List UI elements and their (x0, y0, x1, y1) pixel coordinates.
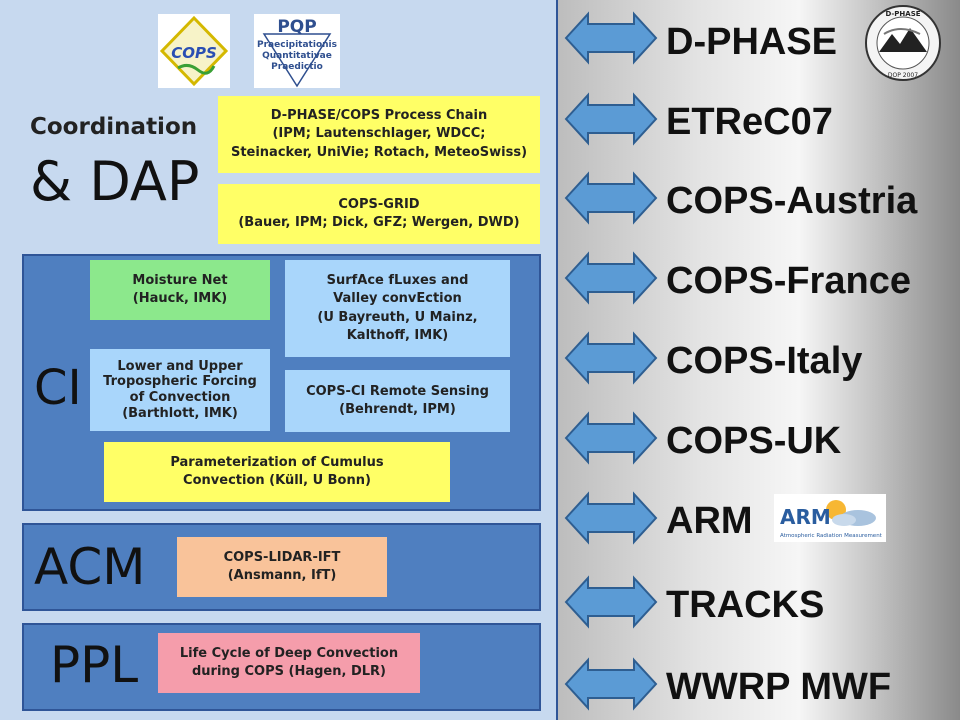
label-cops-austria: COPS-Austria (666, 180, 918, 222)
double-arrow-icon (564, 657, 658, 711)
deep-convection-box: Life Cycle of Deep Convection during COP… (158, 633, 420, 693)
ppl-label: PPL (50, 636, 139, 694)
deep-convection-text: Life Cycle of Deep Convection during COP… (179, 645, 399, 679)
arm-logo-title: ARM (780, 505, 831, 529)
pqp-line1: Praecipitationis (257, 40, 337, 50)
label-tracks: TRACKS (666, 584, 825, 626)
surface-fluxes-box: SurfAce fLuxes and Valley convEction (U … (285, 260, 510, 357)
process-chain-text: D-PHASE/COPS Process Chain (IPM; Lautens… (230, 108, 528, 160)
double-arrow-icon (564, 92, 658, 146)
cops-grid-text: COPS-GRID (Bauer, IPM; Dick, GFZ; Wergen… (238, 196, 520, 230)
double-arrow-icon (564, 251, 658, 305)
moisture-net-box: Moisture Net (Hauck, IMK) (90, 260, 270, 320)
cops-grid-box: COPS-GRID (Bauer, IPM; Dick, GFZ; Wergen… (218, 184, 540, 244)
d-phase-logo: D-PHASE DOP 2007 (864, 4, 942, 82)
label-wwrp-mwf: WWRP MWF (666, 666, 892, 708)
ci-label: CI (34, 360, 82, 416)
moisture-net-text: Moisture Net (Hauck, IMK) (132, 272, 228, 306)
coordination-label: Coordination (30, 114, 198, 140)
lidar-ift-box: COPS-LIDAR-IFT (Ansmann, IfT) (177, 537, 387, 597)
arm-logo-subtitle: Atmospheric Radiation Measurement (780, 533, 883, 539)
pqp-line2: Quantitativae (262, 51, 332, 61)
pqp-title: PQP (277, 17, 316, 37)
double-arrow-icon (564, 575, 658, 629)
d-phase-logo-bottom: DOP 2007 (888, 72, 918, 79)
surface-fluxes-text: SurfAce fLuxes and Valley convEction (U … (317, 273, 478, 343)
acm-label: ACM (34, 538, 146, 596)
label-cops-france: COPS-France (666, 260, 911, 302)
dap-label: & DAP (30, 150, 200, 213)
label-arm: ARM (666, 500, 753, 542)
double-arrow-icon (564, 11, 658, 65)
tropospheric-forcing-box: Lower and Upper Tropospheric Forcing of … (90, 349, 270, 431)
cumulus-parameterization-text: Parameterization of Cumulus Convection (… (170, 454, 384, 488)
label-cops-italy: COPS-Italy (666, 340, 863, 382)
d-phase-logo-top: D-PHASE (885, 10, 920, 18)
double-arrow-icon (564, 331, 658, 385)
pqp-logo: PQP Praecipitationis Quantitativae Praed… (254, 14, 340, 88)
label-cops-uk: COPS-UK (666, 420, 842, 462)
process-chain-box: D-PHASE/COPS Process Chain (IPM; Lautens… (218, 96, 540, 173)
cumulus-parameterization-box: Parameterization of Cumulus Convection (… (104, 442, 450, 502)
double-arrow-icon (564, 491, 658, 545)
cops-logo-text: COPS (171, 44, 217, 62)
ci-remote-sensing-box: COPS-CI Remote Sensing (Behrendt, IPM) (285, 370, 510, 432)
arm-logo: ARM Atmospheric Radiation Measurement (774, 494, 886, 542)
label-d-phase: D-PHASE (666, 21, 838, 63)
lidar-ift-text: COPS-LIDAR-IFT (Ansmann, IfT) (223, 549, 341, 583)
tropospheric-forcing-text: Lower and Upper Tropospheric Forcing of … (103, 358, 257, 421)
double-arrow-icon (564, 411, 658, 465)
cops-logo: COPS (158, 14, 230, 88)
double-arrow-icon (564, 171, 658, 225)
pqp-line3: Praedictio (271, 62, 323, 72)
ci-remote-sensing-text: COPS-CI Remote Sensing (Behrendt, IPM) (306, 383, 489, 417)
left-panel: COPS PQP Praecipitationis Quantitativae … (0, 0, 558, 720)
label-etrec07: ETReC07 (666, 101, 833, 143)
